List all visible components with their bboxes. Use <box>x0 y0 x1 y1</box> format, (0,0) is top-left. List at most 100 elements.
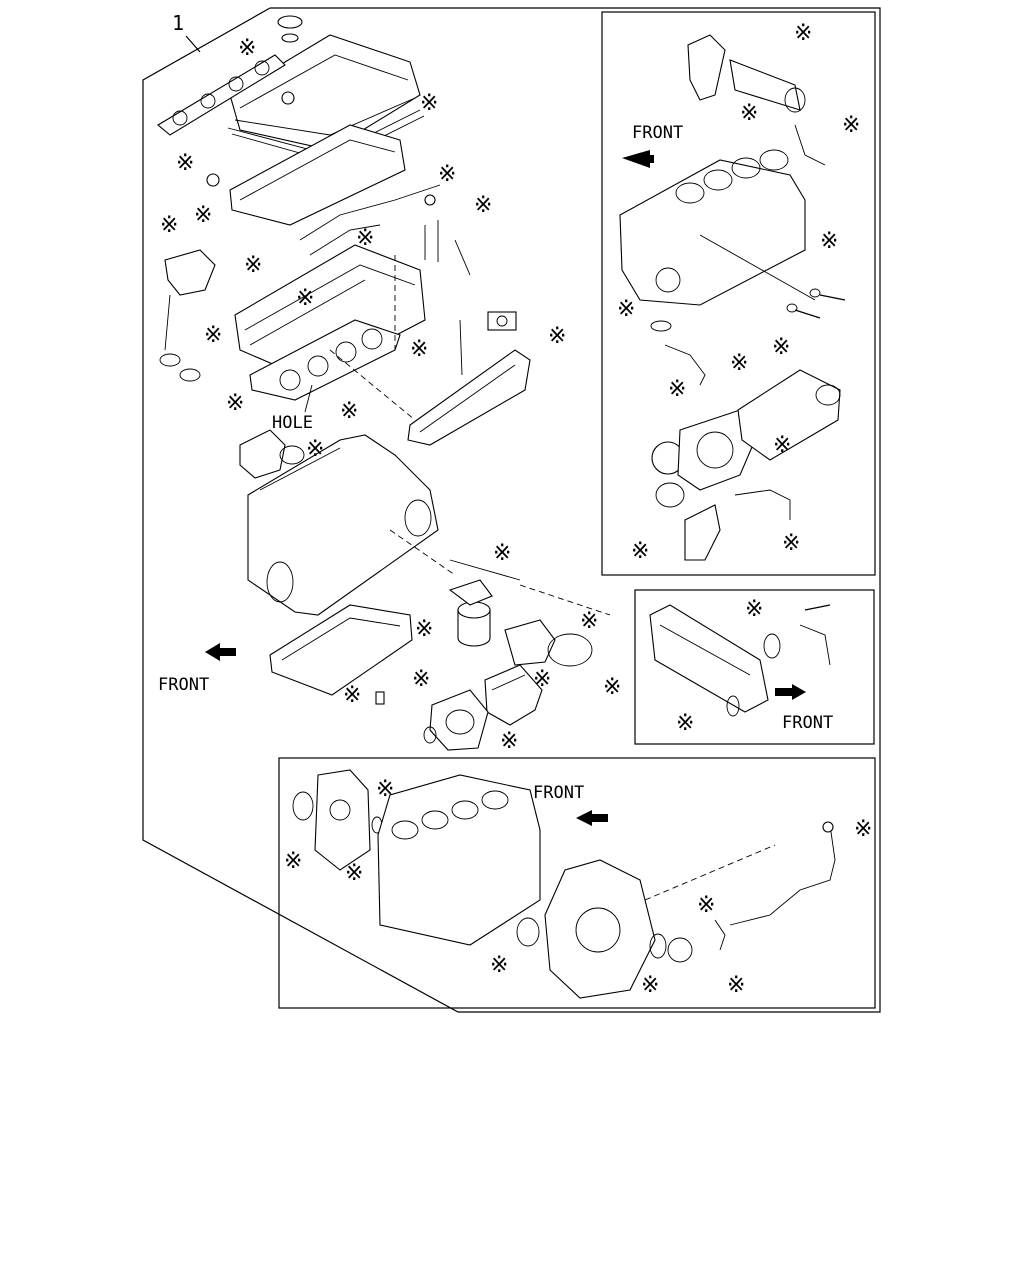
svg-text:※: ※ <box>580 609 598 634</box>
inset-panel-rear-end <box>278 757 876 1009</box>
svg-text:※: ※ <box>697 893 715 918</box>
kit-boundary <box>142 7 881 1013</box>
svg-text:※: ※ <box>782 531 800 556</box>
cylinder-head-cover-lower <box>229 124 406 226</box>
svg-text:※: ※ <box>500 729 518 754</box>
svg-text:※: ※ <box>730 351 748 376</box>
svg-text:※: ※ <box>438 162 456 187</box>
flywheel-housing-o-ring <box>649 933 667 959</box>
housing-cover-plate <box>667 937 693 963</box>
sensor-harness <box>644 821 836 951</box>
svg-text:※: ※ <box>603 675 621 700</box>
svg-text:FRONT: FRONT <box>158 675 209 695</box>
front-arrow-main: FRONT <box>158 643 236 695</box>
rear-crank-seal <box>516 917 540 947</box>
flywheel-housing <box>544 859 656 999</box>
svg-text:※: ※ <box>296 286 314 311</box>
inset-cooler-o-ring <box>726 695 740 717</box>
cylinder-head <box>234 244 426 381</box>
o-ring-left-2 <box>179 368 201 382</box>
svg-text:※: ※ <box>772 335 790 360</box>
svg-text:※: ※ <box>226 391 244 416</box>
o-ring-left-1 <box>159 353 181 367</box>
timing-cover <box>314 769 371 871</box>
svg-text:※: ※ <box>773 433 791 458</box>
svg-text:※: ※ <box>306 437 324 462</box>
svg-text:※: ※ <box>490 953 508 978</box>
label-front-inset-top: FRONT <box>632 123 683 143</box>
inset-panel-cooler <box>634 589 875 745</box>
oil-cooler <box>504 619 556 666</box>
inset-panel-cylinder-block <box>601 11 876 576</box>
oil-filter <box>448 579 493 647</box>
svg-text:※: ※ <box>493 541 511 566</box>
svg-text:※: ※ <box>727 973 745 998</box>
svg-text:※: ※ <box>745 597 763 622</box>
svg-text:※: ※ <box>740 101 758 126</box>
svg-text:※: ※ <box>631 539 649 564</box>
svg-text:※: ※ <box>533 667 551 692</box>
inset-cooler-gasket <box>763 633 781 659</box>
svg-text:※: ※ <box>412 667 430 692</box>
exhaust-manifold-gasket <box>157 54 286 136</box>
oil-cooler-gasket <box>547 633 593 667</box>
svg-text:※: ※ <box>420 91 438 116</box>
svg-text:※: ※ <box>548 324 566 349</box>
turbo-gasket <box>655 482 685 508</box>
svg-text:※: ※ <box>668 377 686 402</box>
flywheel-adapter <box>429 689 489 751</box>
callout-1: 1 <box>172 11 201 53</box>
cylinder-block-rear-inset <box>377 774 541 946</box>
cylinder-block-inset <box>619 149 816 306</box>
svg-text:※: ※ <box>340 399 358 424</box>
svg-text:※: ※ <box>641 973 659 998</box>
water-pump <box>239 429 305 479</box>
svg-text:FRONT: FRONT <box>533 783 584 803</box>
svg-text:※: ※ <box>160 213 178 238</box>
svg-text:※: ※ <box>345 861 363 886</box>
svg-text:※: ※ <box>194 203 212 228</box>
injector-harness <box>206 173 441 256</box>
egr-valve <box>487 311 517 331</box>
svg-text:※: ※ <box>820 229 838 254</box>
svg-text:※: ※ <box>415 617 433 642</box>
svg-text:※: ※ <box>356 226 374 251</box>
svg-text:※: ※ <box>842 113 860 138</box>
svg-text:※: ※ <box>474 193 492 218</box>
turbo-outlet-pipe <box>684 504 721 561</box>
oil-pan <box>269 604 413 696</box>
front-arrow-inset-cooler: FRONT <box>775 684 833 733</box>
front-crank-seal <box>292 791 314 821</box>
svg-text:※: ※ <box>410 337 428 362</box>
svg-text:※: ※ <box>794 21 812 46</box>
svg-text:※: ※ <box>204 323 222 348</box>
svg-text:※: ※ <box>676 711 694 736</box>
egr-cooler-inset <box>737 369 841 461</box>
svg-text:FRONT: FRONT <box>782 713 833 733</box>
oil-return-pipe <box>664 344 706 386</box>
svg-text:※: ※ <box>854 817 872 842</box>
svg-text:※: ※ <box>176 151 194 176</box>
svg-text:※: ※ <box>343 683 361 708</box>
svg-text:※: ※ <box>617 297 635 322</box>
rocker-cover <box>229 34 421 151</box>
inset-o-ring-1 <box>650 320 672 332</box>
egr-cooler-pipe <box>687 34 826 166</box>
intake-manifold-inset <box>649 604 769 713</box>
exhaust-manifold <box>407 349 531 446</box>
front-arrow-inset-top <box>622 150 654 168</box>
thermostat-housing <box>164 249 216 351</box>
oil-filler-cap <box>277 15 303 43</box>
glow-plug-group <box>424 220 471 376</box>
label-hole: HOLE <box>272 413 313 433</box>
cylinder-block-main <box>247 434 439 616</box>
svg-text:1: 1 <box>172 11 184 35</box>
turbo-oil-pipe <box>734 489 791 520</box>
inset-cooler-pipe <box>799 624 831 666</box>
oil-drain-plug <box>375 691 385 705</box>
svg-text:※: ※ <box>238 36 256 61</box>
adapter-o-ring <box>423 726 437 744</box>
svg-text:※: ※ <box>284 849 302 874</box>
svg-text:※: ※ <box>244 253 262 278</box>
